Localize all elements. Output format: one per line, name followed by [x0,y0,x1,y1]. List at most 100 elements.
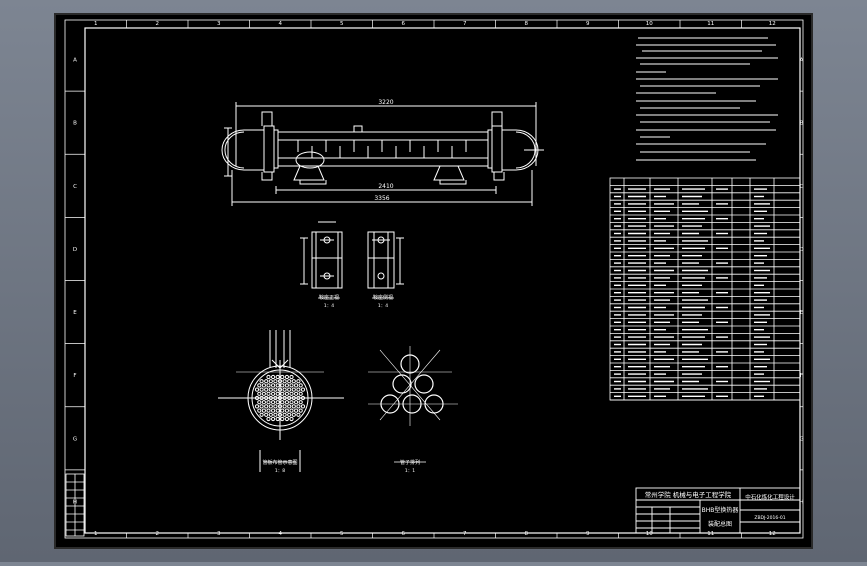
zone-column-label: 8 [525,21,529,27]
tube-hole [271,408,276,413]
tube-hole [284,374,289,380]
tube-layout-scale: 1：1 [405,468,415,474]
zone-row-label: A [73,58,77,64]
tube-hole [266,400,271,405]
tube-hole [296,412,301,417]
tube-hole [282,379,287,384]
dim-text-mid: 2410 [378,183,393,190]
tube-hole [284,408,289,413]
zone-row-label: B [73,121,77,127]
saddle-left-label: 鞍座正视 [319,294,339,301]
tube-hole [282,404,287,409]
tube-hole [284,400,289,405]
tube-hole [284,391,289,396]
tube-hole [282,395,287,401]
tube-hole [257,391,262,396]
zone-column-label: 11 [707,21,714,27]
tube-hole [271,400,276,405]
parts-table [609,177,801,401]
zone-column-label: 4 [279,531,283,537]
zone-row-label: A [800,58,804,64]
tube-hole [284,383,289,388]
tube-hole [271,374,276,380]
tube-hole [289,416,294,422]
tube-hole [296,379,301,384]
saddle-right-scale: 1：4 [378,303,388,309]
tube-hole [277,412,283,417]
tube-hole [259,404,264,409]
tube-hole [275,374,280,380]
zone-row-label: D [73,247,77,253]
zone-row-label: F [800,373,803,379]
tube-hole [289,374,294,380]
dim-line-mid [275,186,497,194]
tube-hole [289,391,294,396]
tube-hole [282,387,287,392]
zone-row-label: G [73,436,77,442]
drawing-sheet [54,13,813,549]
tube-hole [268,412,273,417]
tube-hole [300,387,306,392]
tube-holes [254,374,306,422]
tube-hole [280,391,285,396]
zone-column-label: 5 [340,21,344,27]
tube-hole [280,383,285,388]
tube-hole [300,395,306,401]
dim-text-total: 3220 [378,99,393,106]
title-block [635,487,801,534]
tube-hole [296,395,301,401]
revision-grid [65,473,85,537]
tube-hole [259,379,264,384]
tube-hole [271,383,276,388]
title-drawing-name: BHB型换热器 [702,506,739,514]
zone-column-label: 6 [402,21,406,27]
tube-hole [275,391,280,396]
tube-hole [277,387,283,392]
tube-hole [280,416,285,422]
tube-hole [291,395,296,401]
zone-row-label: H [799,499,803,505]
tube-hole [291,387,296,392]
zone-column-label: 10 [646,531,653,537]
zone-column-label: 1 [94,21,98,27]
tube-sheet-view [218,330,344,472]
tube-hole [273,379,278,384]
tube-hole [287,387,292,392]
tube-sheet-label: 管板布管示意图 [262,459,297,466]
tube-hole [296,404,301,409]
channel-left [221,129,264,171]
tube-hole [257,400,262,405]
dim-text-lower: 3356 [374,195,389,202]
tube-hole [259,395,264,401]
tube-hole [298,391,303,396]
tube-hole [259,412,264,417]
tube-layout-label: 管子排列 [400,459,420,466]
tube-hole [254,395,260,401]
technical-notes [636,37,778,161]
tube-hole [264,412,269,417]
zone-column-label: 9 [586,531,590,537]
tube-hole [289,408,294,413]
zone-row-label: F [73,373,76,379]
tube-hole [266,416,271,422]
main-exchanger-view [221,102,544,206]
zone-column-label: 3 [217,531,221,537]
zone-column-label: 8 [525,531,529,537]
tube-hole [264,387,269,392]
tube-layout-view [368,346,458,426]
zone-row-label: E [73,310,77,316]
zone-column-label: 7 [463,531,467,537]
tube-hole [298,383,303,388]
tube-hole [261,391,266,396]
zone-row-label: E [800,310,804,316]
tube-hole [273,412,278,417]
zone-column-label: 11 [707,531,714,537]
saddle-detail-left [300,221,343,289]
tube-hole [282,412,287,417]
tube-hole [294,408,299,413]
table-rows [610,184,800,401]
tube-hole [271,391,276,396]
